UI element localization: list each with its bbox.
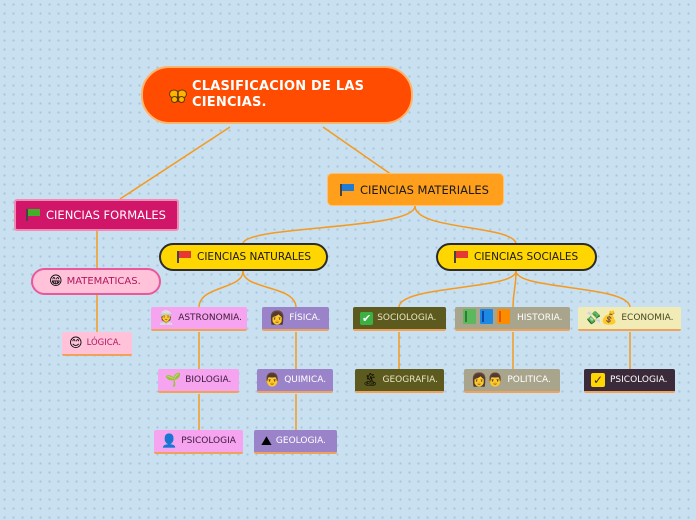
- subtopic-logica-label: LÓGICA.: [86, 338, 122, 348]
- blue-flag-icon: [340, 183, 354, 196]
- subtopic-historia[interactable]: HISTORIA.: [455, 307, 570, 331]
- mountain-icon: ⛰: [261, 433, 272, 449]
- topic-ciencias-naturales[interactable]: CIENCIAS NATURALES: [159, 243, 328, 271]
- red-flag-icon: [454, 251, 468, 263]
- subtopic-fisica[interactable]: 👩 FÍSICA.: [262, 307, 329, 331]
- check-icon: ✔: [360, 311, 374, 325]
- subtopic-psicologia-naturales[interactable]: 👤 PSICOLOGIA: [154, 430, 243, 454]
- books-icon: [462, 309, 512, 327]
- subtopic-biologia[interactable]: 🌱 BIOLOGIA.: [158, 369, 239, 393]
- topic-ciencias-sociales[interactable]: CIENCIAS SOCIALES: [436, 243, 597, 271]
- subtopic-matematicas-label: MATEMATICAS.: [66, 276, 141, 287]
- smile-emoji-icon: 😊: [69, 335, 83, 351]
- topic-ciencias-materiales-label: CIENCIAS MATERIALES: [360, 182, 489, 197]
- connector-sociales-historia: [512, 270, 517, 308]
- butterfly-icon: [169, 88, 187, 103]
- subtopic-fisica-label: FÍSICA.: [289, 313, 321, 323]
- central-topic-title: CLASIFICACION DE LAS CIENCIAS.: [192, 79, 365, 110]
- head-icon: 👤: [161, 433, 178, 449]
- subtopic-psicologia-sociales[interactable]: ✓ PSICOLOGIA.: [584, 369, 675, 393]
- subtopic-geografia-label: GEOGRAFIA.: [382, 375, 438, 385]
- topic-ciencias-naturales-label: CIENCIAS NATURALES: [197, 251, 312, 263]
- subtopic-quimica-label: QUIMICA.: [284, 375, 327, 385]
- scientist-icon: 👩: [269, 310, 286, 326]
- subtopic-psicologia-sociales-label: PSICOLOGIA.: [610, 375, 668, 385]
- subtopic-geologia[interactable]: ⛰ GEOLOGIA.: [254, 430, 337, 454]
- connector-central-formales: [119, 126, 231, 200]
- subtopic-quimica[interactable]: 👨 QUIMICA.: [257, 369, 333, 393]
- grin-emoji-icon: 😁: [49, 274, 63, 289]
- people-icon: 👩👨: [471, 372, 504, 388]
- subtopic-psicologia-naturales-label: PSICOLOGIA: [181, 436, 236, 446]
- subtopic-astronomia-label: ASTRONOMIA.: [178, 313, 242, 323]
- subtopic-matematicas[interactable]: 😁 MATEMATICAS.: [31, 268, 161, 295]
- subtopic-astronomia[interactable]: 👳 ASTRONOMIA.: [151, 307, 247, 331]
- connector-materiales-naturales: [242, 205, 416, 244]
- subtopic-politica[interactable]: 👩👨 POLITICA.: [464, 369, 560, 393]
- subtopic-politica-label: POLITICA.: [507, 375, 551, 385]
- connector-materiales-sociales: [414, 205, 517, 244]
- topic-ciencias-materiales[interactable]: CIENCIAS MATERIALES: [327, 173, 504, 206]
- plant-icon: 🌱: [165, 372, 182, 388]
- money-icon: 💸💰: [585, 310, 618, 326]
- central-topic[interactable]: CLASIFICACION DE LAS CIENCIAS.: [141, 66, 413, 124]
- connector-sociales-sociologia: [398, 270, 517, 308]
- connector-central-materiales: [322, 126, 393, 176]
- subtopic-geologia-label: GEOLOGIA.: [275, 436, 326, 446]
- green-flag-icon: [26, 209, 40, 221]
- connector-sociales-economia: [515, 270, 631, 308]
- subtopic-biologia-label: BIOLOGIA.: [185, 375, 232, 385]
- chemist-icon: 👨: [264, 372, 281, 388]
- subtopic-geografia[interactable]: 🏝 GEOGRAFIA.: [355, 369, 444, 393]
- subtopic-logica[interactable]: 😊 LÓGICA.: [62, 332, 132, 356]
- astronomer-icon: 👳: [158, 310, 175, 326]
- connector-naturales-astronomia: [198, 270, 244, 308]
- checkbox-icon: ✓: [591, 373, 605, 387]
- topic-ciencias-formales-label: CIENCIAS FORMALES: [46, 208, 166, 222]
- subtopic-sociologia[interactable]: ✔ SOCIOLOGIA.: [353, 307, 446, 331]
- subtopic-economia-label: ECONOMIA.: [621, 313, 674, 323]
- subtopic-economia[interactable]: 💸💰 ECONOMIA.: [578, 307, 681, 331]
- subtopic-sociologia-label: SOCIOLOGIA.: [377, 313, 437, 323]
- red-flag-icon: [177, 251, 191, 263]
- subtopic-historia-label: HISTORIA.: [517, 313, 563, 323]
- topic-ciencias-sociales-label: CIENCIAS SOCIALES: [474, 251, 579, 263]
- connector-naturales-fisica: [242, 270, 297, 308]
- topic-ciencias-formales[interactable]: CIENCIAS FORMALES: [14, 199, 179, 231]
- island-icon: 🏝: [362, 372, 379, 388]
